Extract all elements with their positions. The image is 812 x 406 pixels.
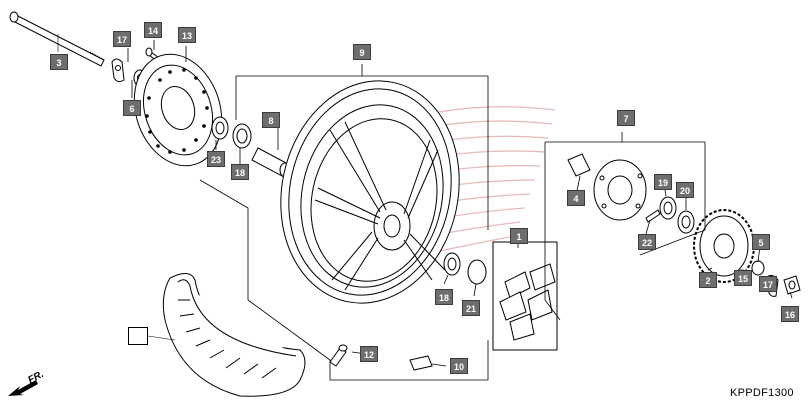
damper-rubbers xyxy=(492,241,558,351)
valve-stem xyxy=(329,344,348,367)
callout-4: 4 xyxy=(567,190,585,206)
flange-bearing xyxy=(659,196,677,220)
callout-7: 7 xyxy=(617,110,635,126)
figure-code: KPPDF1300 xyxy=(730,387,794,399)
brake-disc xyxy=(133,53,223,167)
callout-9: 9 xyxy=(353,44,371,60)
rear-wheel xyxy=(280,80,460,304)
collar-5 xyxy=(751,260,765,276)
callout-3: 3 xyxy=(50,54,68,70)
flange-seal xyxy=(677,210,695,234)
axle xyxy=(9,11,105,67)
callout-22: 22 xyxy=(638,234,656,250)
callout-17-right: 17 xyxy=(759,276,777,292)
o-ring xyxy=(467,259,487,285)
callout-21: 21 xyxy=(462,300,480,316)
callout-12: 12 xyxy=(360,346,378,362)
flange-pin xyxy=(645,209,661,223)
bearing-18-right xyxy=(443,252,461,276)
bearing-18-left xyxy=(232,123,252,149)
callout-16: 16 xyxy=(781,306,799,322)
callout-1: 1 xyxy=(510,228,528,244)
callout-18-right: 18 xyxy=(435,289,453,305)
rear-tire xyxy=(162,273,306,397)
callout-tire-blank xyxy=(128,327,148,345)
driven-sprocket xyxy=(693,209,755,283)
callout-18: 18 xyxy=(231,164,249,180)
callout-13: 13 xyxy=(178,27,196,43)
callout-20: 20 xyxy=(676,182,694,198)
callout-23: 23 xyxy=(207,151,225,167)
callout-17: 17 xyxy=(113,31,131,47)
callout-8: 8 xyxy=(262,112,280,128)
callout-5: 5 xyxy=(752,234,770,250)
callout-6: 6 xyxy=(123,100,141,116)
callout-2: 2 xyxy=(699,272,717,288)
front-direction-arrow-icon xyxy=(8,380,38,396)
callout-15: 15 xyxy=(734,270,752,286)
chain-adjuster-left xyxy=(111,58,125,83)
driven-flange xyxy=(567,153,647,221)
callout-10: 10 xyxy=(450,358,468,374)
callout-19: 19 xyxy=(654,174,672,190)
bearing-23 xyxy=(211,116,229,140)
balance-weight xyxy=(409,355,433,371)
callout-14: 14 xyxy=(144,22,162,38)
axle-nut xyxy=(783,275,801,295)
